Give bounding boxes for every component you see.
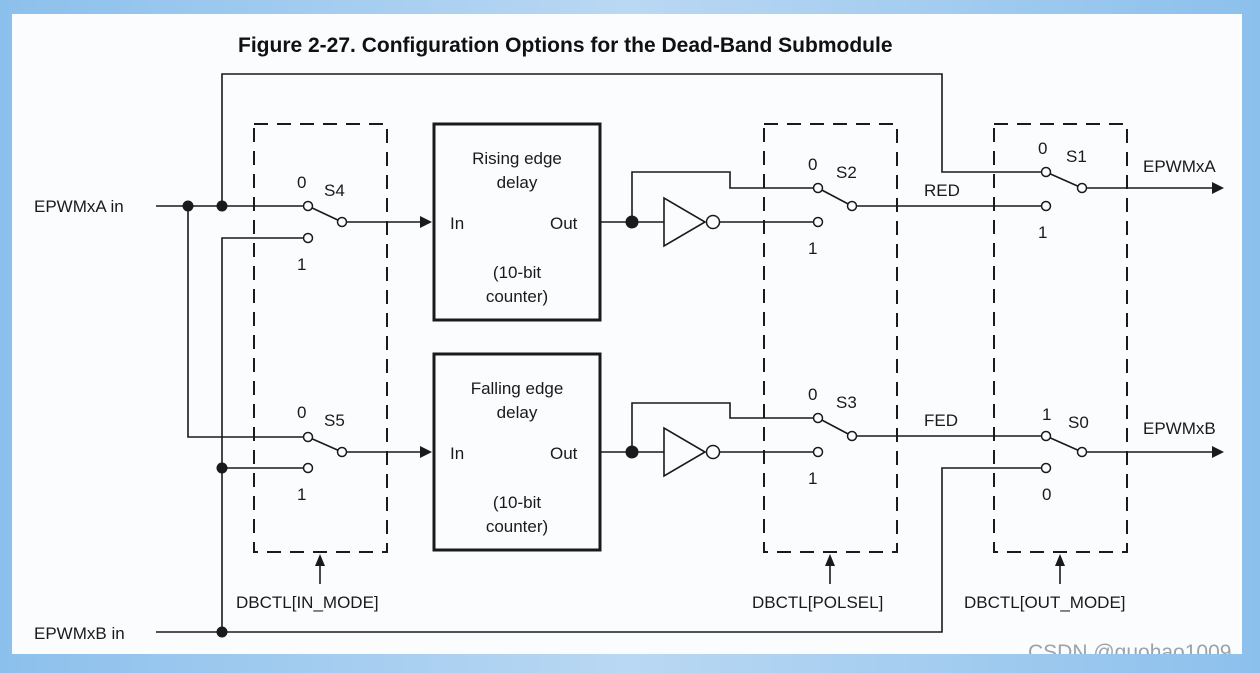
fed-signal-label: FED (924, 411, 958, 430)
in-mode-arrow (315, 554, 325, 566)
junction-dot (625, 445, 639, 459)
s4-label: S4 (324, 181, 345, 200)
s1-terminal (1040, 166, 1052, 178)
polsel-arrow (825, 554, 835, 566)
junction-dot (625, 215, 639, 229)
s0-top-label: 1 (1042, 405, 1051, 424)
s3-arm (817, 417, 853, 437)
epwmxa-to-s5-wire (187, 206, 308, 438)
s4-arm (307, 205, 343, 223)
s0-bottom-label: 0 (1042, 485, 1051, 504)
s4-terminal (336, 216, 348, 228)
s2-terminal (812, 216, 824, 228)
s0-label: S0 (1068, 413, 1089, 432)
epwmxb-out-label: EPWMxB (1143, 419, 1216, 438)
csdn-watermark: CSDN @guohao1009 (1028, 641, 1231, 654)
s1-terminal (1076, 182, 1088, 194)
s2-top-label: 0 (808, 155, 817, 174)
rising-block-line3: (10-bit (493, 263, 541, 282)
fed-direct-wire (631, 402, 818, 452)
s0-terminal (1040, 430, 1052, 442)
junction-dot (216, 462, 228, 474)
s4-terminal (302, 232, 314, 244)
junction-dot (216, 626, 228, 638)
s3-top-label: 0 (808, 385, 817, 404)
s4-terminal (302, 200, 314, 212)
s0-terminal (1076, 446, 1088, 458)
s4-top-label: 0 (297, 173, 306, 192)
figure-frame: Figure 2-27. Configuration Options for t… (12, 14, 1242, 654)
rising-block-line1: Rising edge (472, 149, 562, 168)
falling-block-out: Out (550, 444, 578, 463)
s2-terminal (812, 182, 824, 194)
s5-terminal (302, 462, 314, 474)
s5-terminal (302, 431, 314, 443)
epwmxb-to-s4-wire (221, 237, 308, 632)
s5-terminal (336, 446, 348, 458)
epwmxa-output-arrow (1212, 182, 1224, 194)
s1-top-label: 0 (1038, 139, 1047, 158)
out-mode-register-label: DBCTL[OUT_MODE] (964, 593, 1126, 612)
s2-arm (817, 187, 853, 207)
red-inverter-bubble (705, 214, 721, 230)
falling-block-line3: (10-bit (493, 493, 541, 512)
epwmxa-in-label: EPWMxA in (34, 197, 124, 216)
rising-edge-delay-block (432, 122, 602, 322)
s5-arrow (420, 446, 432, 458)
red-inverter-triangle (663, 196, 707, 248)
s5-top-label: 0 (297, 403, 306, 422)
rising-block-line2: delay (497, 173, 538, 192)
polsel-selector-box (763, 123, 898, 553)
s2-bottom-label: 1 (808, 239, 817, 258)
rising-block-out: Out (550, 214, 578, 233)
falling-edge-delay-block (432, 352, 602, 552)
s3-bottom-label: 1 (808, 469, 817, 488)
falling-block-line2: delay (497, 403, 538, 422)
s3-terminal (812, 446, 824, 458)
s2-terminal (846, 200, 858, 212)
fed-inverter-bubble (705, 444, 721, 460)
out-mode-arrow (1055, 554, 1065, 566)
s1-bottom-label: 1 (1038, 223, 1047, 242)
rising-block-line4: counter) (486, 287, 548, 306)
s4-bottom-label: 1 (297, 255, 306, 274)
rising-block-in: In (450, 214, 464, 233)
s5-label: S5 (324, 411, 345, 430)
out-mode-selector-box (993, 123, 1128, 553)
s3-terminal (812, 412, 824, 424)
junction-dot (216, 200, 228, 212)
red-direct-wire (631, 171, 818, 222)
s5-arm (307, 436, 343, 453)
s3-terminal (846, 430, 858, 442)
figure-title: Figure 2-27. Configuration Options for t… (238, 34, 893, 57)
polsel-register-label: DBCTL[POLSEL] (752, 593, 883, 612)
s5-bottom-label: 1 (297, 485, 306, 504)
s2-label: S2 (836, 163, 857, 182)
epwmxa-bypass-wire (221, 73, 1046, 206)
epwmxb-output-arrow (1212, 446, 1224, 458)
red-signal-label: RED (924, 181, 960, 200)
falling-block-line4: counter) (486, 517, 548, 536)
epwmxa-out-label: EPWMxA (1143, 157, 1216, 176)
falling-block-in: In (450, 444, 464, 463)
s1-terminal (1040, 200, 1052, 212)
s0-arm (1045, 435, 1083, 453)
junction-dot (182, 200, 194, 212)
epwmxb-bypass-wire (222, 467, 1046, 633)
s4-arrow (420, 216, 432, 228)
in-mode-register-label: DBCTL[IN_MODE] (236, 593, 379, 612)
dead-band-diagram: Figure 2-27. Configuration Options for t… (34, 34, 1231, 654)
epwmxb-in-label: EPWMxB in (34, 624, 125, 643)
in-mode-selector-box (253, 123, 388, 553)
s1-label: S1 (1066, 147, 1087, 166)
fed-inverter-triangle (663, 426, 707, 478)
s0-terminal (1040, 462, 1052, 474)
falling-block-line1: Falling edge (471, 379, 564, 398)
s1-arm (1045, 171, 1083, 189)
s3-label: S3 (836, 393, 857, 412)
